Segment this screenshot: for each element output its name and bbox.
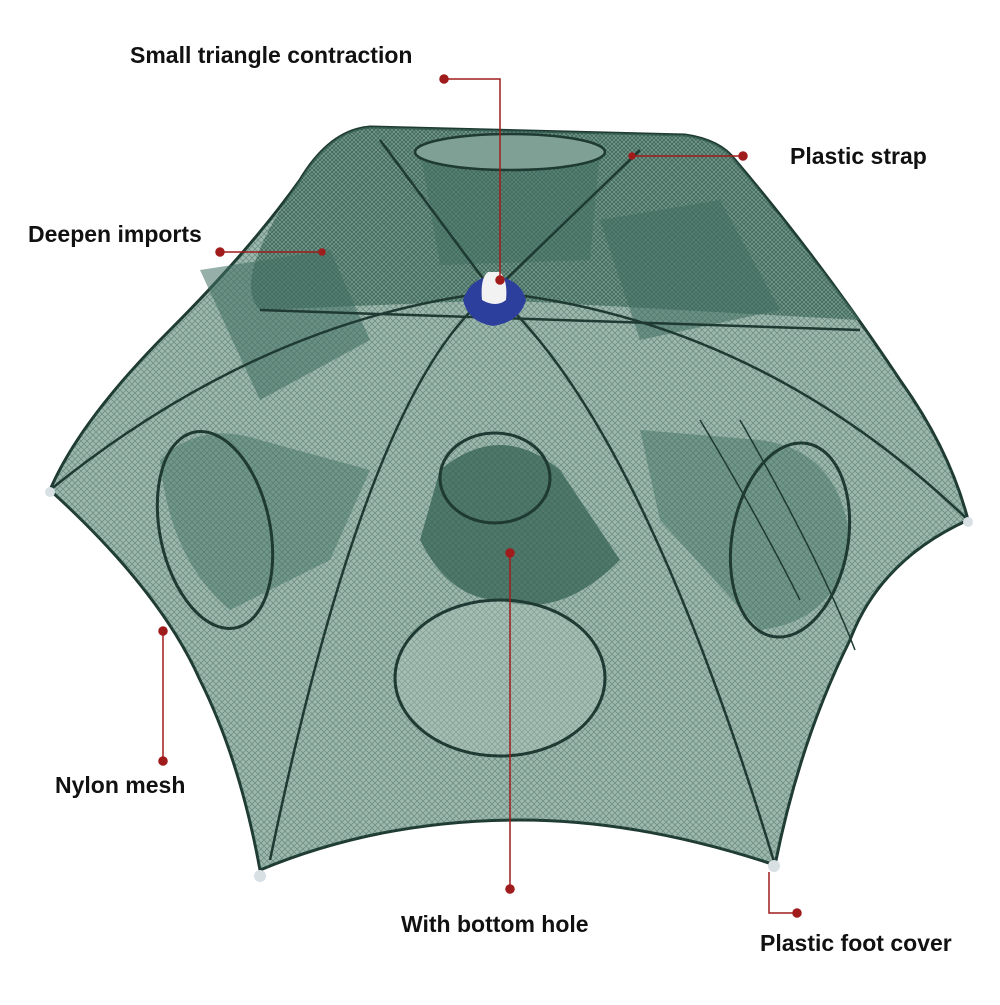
frame-ribs [49, 139, 969, 866]
label-deepen-imports: Deepen imports [28, 221, 202, 247]
leader-lines [158, 74, 802, 918]
leader-foot-cover [768, 872, 797, 914]
funnel-left-upper [200, 250, 370, 400]
funnel-left [160, 433, 370, 610]
leader-dot-small-triangle [439, 74, 449, 84]
label-plastic-foot-cover: Plastic foot cover [760, 930, 952, 956]
entrance-ring-center [438, 431, 552, 525]
entrance-ring-top [413, 132, 607, 172]
label-nylon-mesh: Nylon mesh [55, 772, 186, 798]
foot-cover-bottom-right [768, 860, 780, 872]
funnel-top [420, 150, 600, 265]
label-with-bottom-hole: With bottom hole [401, 911, 589, 937]
funnel-right-upper [600, 200, 780, 340]
trap-body [45, 125, 973, 882]
label-small-triangle-contraction: Small triangle contraction [130, 42, 413, 68]
entrance-ring-left [155, 430, 275, 630]
funnel-center [420, 445, 620, 605]
leader-small-triangle [444, 78, 501, 280]
entrance-ring-right [728, 441, 852, 639]
label-plastic-strap: Plastic strap [790, 143, 927, 169]
foot-cover-right [963, 517, 973, 527]
funnel-right [640, 430, 850, 630]
foot-cover-left [45, 487, 55, 497]
entrance-ring-front [393, 598, 607, 758]
foot-cover-bottom-left [254, 870, 266, 882]
